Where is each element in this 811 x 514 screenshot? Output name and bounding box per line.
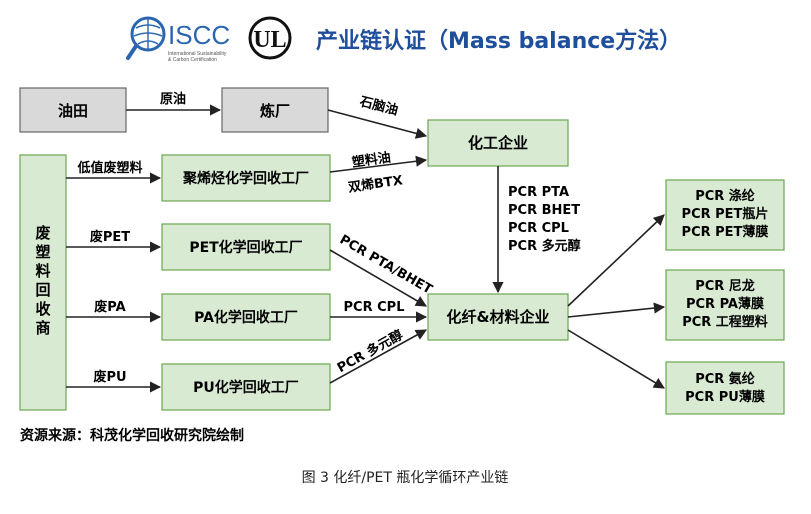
isscc-logo: ISCC International Sustainability & Carb… [126, 16, 230, 63]
label-low-value-waste: 低值废塑料 [76, 160, 142, 176]
node-out2-box [665, 269, 785, 341]
node-oilfield-box [19, 87, 127, 133]
node-pu-plant-box [161, 363, 331, 411]
label-naphtha: 石脑油 [357, 93, 400, 118]
label-crude-oil: 原油 [160, 91, 186, 107]
node-waste-plastic-5: 商 [35, 319, 50, 337]
arrow-fiber-out2 [567, 302, 666, 318]
arrow-polyolefin-chemical [329, 155, 428, 173]
isscc-logo-text: ISCC [168, 20, 230, 50]
node-fiber-box [427, 293, 569, 341]
node-waste-plastic-0: 废 [35, 224, 50, 242]
node-out3-1: PCR PU薄膜 [685, 389, 765, 405]
node-chemical: 化工企业 [468, 134, 528, 152]
node-out2-0: PCR 尼龙 [695, 278, 755, 294]
label-waste-pa: 废PA [94, 299, 125, 315]
label-pcr-0: PCR PTA [508, 185, 569, 200]
node-fiber: 化纤&材料企业 [446, 308, 549, 326]
isscc-subtitle-2: & Carbon Certification [168, 57, 217, 63]
page-title: 产业链认证（Mass balance方法） [316, 28, 681, 54]
arrow-pu-fiber [329, 329, 427, 384]
node-polyolefin: 聚烯烃化学回收工厂 [182, 170, 309, 187]
node-out2-1: PCR PA薄膜 [686, 296, 764, 312]
label-pcr-2: PCR CPL [508, 221, 569, 236]
label-pet-to-fiber: PCR PTA/BHET [337, 232, 435, 297]
node-out2-2: PCR 工程塑料 [682, 314, 768, 330]
node-waste-plastic-1: 塑 [35, 243, 50, 261]
node-out1-box [665, 179, 785, 251]
node-pet-plant: PET化学回收工厂 [189, 239, 302, 256]
ul-logo: UL [248, 16, 292, 60]
node-waste-plastic-2: 料 [35, 262, 50, 280]
node-out1-1: PCR PET瓶片 [682, 206, 769, 222]
node-waste-plastic-4: 收 [35, 300, 50, 318]
node-out3-box [665, 361, 785, 415]
node-out1-2: PCR PET薄膜 [682, 224, 769, 240]
figure-caption: 图 3 化纤/PET 瓶化学循环产业链 [302, 470, 509, 486]
label-pcr-1: PCR BHET [508, 203, 580, 218]
node-pu-plant: PU化学回收工厂 [193, 379, 299, 396]
node-out1-0: PCR 涤纶 [695, 188, 755, 204]
label-plastic-oil: 塑料油 [351, 149, 392, 170]
label-pa-to-fiber: PCR CPL [344, 300, 405, 315]
node-pa-plant: PA化学回收工厂 [194, 309, 298, 326]
arrow-pet-fiber [329, 249, 427, 307]
node-waste-plastic-box [19, 154, 67, 411]
arrow-fiber-out1 [567, 214, 665, 307]
node-pet-plant-box [161, 223, 331, 271]
arrow-refinery-chemical [327, 109, 428, 139]
arrow-fiber-out3 [567, 329, 665, 389]
label-waste-pu: 废PU [93, 369, 126, 385]
node-oilfield: 油田 [58, 102, 88, 120]
label-waste-pet: 废PET [90, 229, 130, 245]
isscc-subtitle-1: International Sustainability [168, 51, 227, 57]
node-refinery: 炼厂 [260, 102, 290, 120]
label-pu-to-fiber: PCR 多元醇 [334, 327, 405, 376]
source-note: 资源来源：科茂化学回收研究院绘制 [20, 427, 244, 444]
node-polyolefin-box [161, 154, 331, 202]
node-chemical-box [427, 119, 569, 167]
node-waste-plastic-3: 回 [35, 281, 50, 299]
node-pa-plant-box [161, 293, 331, 341]
node-out3-0: PCR 氨纶 [695, 371, 755, 387]
label-pcr-3: PCR 多元醇 [508, 238, 581, 254]
label-diene-btx: 双烯BTX [347, 172, 404, 195]
ul-logo-text: UL [253, 27, 286, 53]
